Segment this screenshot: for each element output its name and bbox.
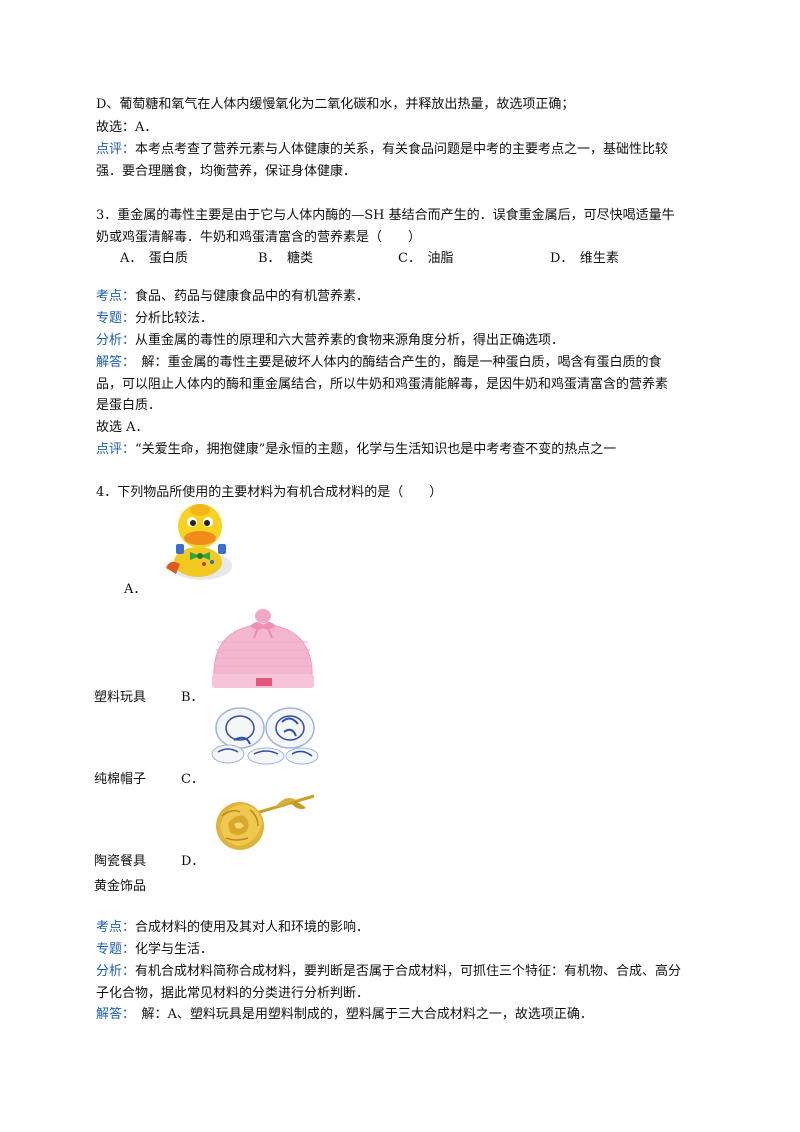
q3-zhuanti: 专题：分析比较法． [96, 310, 213, 328]
q3-option-a: A． 蛋白质 [120, 251, 188, 266]
q4-label-d: D． [181, 854, 205, 869]
comment-tag: 点评： [96, 142, 136, 157]
q4-jieda: 解答： 解：A、塑料玩具是用塑料制成的，塑料属于三大合成材料之一，故选项正确． [96, 1006, 593, 1024]
pingping-text: “关爱生命，拥抱健康”是永恒的主题，化学与生活知识也是中考考查不变的热点之一 [135, 442, 617, 457]
q3-option-d: D． 维生素 [550, 251, 619, 266]
kaodian-tag: 考点： [96, 920, 136, 935]
comment-text: 本考点考查了营养元素与人体健康的关系，有关食品问题是中考的主要考点之一，基础性比… [135, 142, 669, 157]
q4-item-a: 塑料玩具 [94, 690, 147, 705]
jieda-tag: 解答： [96, 355, 129, 370]
comment-line: 点评：本考点考查了营养元素与人体健康的关系，有关食品问题是中考的主要考点之一，基… [96, 141, 668, 159]
q3-fenxi: 分析：从重金属的毒性的原理和六大营养素的食物来源角度分析，得出正确选项． [96, 332, 564, 350]
ceramic-tableware-image [211, 707, 319, 765]
zhuanti-tag: 专题： [96, 311, 136, 326]
option-d-explanation: D、葡萄糖和氧气在人体内缓慢氧化为二氧化碳和水，并释放出热量，故选项正确； [96, 97, 575, 112]
q4-label-c: C． [181, 772, 204, 787]
q3-jieda: 解答： 解：重金属的毒性主要是破坏人体内的酶结合产生的，酶是一种蛋白质，喝含有蛋… [96, 354, 662, 372]
answer-line: 故选：A． [96, 120, 158, 135]
q4-stem: 4．下列物品所使用的主要材料为有机合成材料的是（ ） [96, 485, 443, 500]
jieda-tag: 解答： [96, 1007, 129, 1022]
fenxi-tag: 分析： [96, 333, 136, 348]
q4-fenxi: 分析：有机合成材料简称合成材料，要判断是否属于合成材料，可抓住三个特征：有机物、… [96, 963, 681, 981]
q4-item-d: 黄金饰品 [94, 879, 147, 894]
q3-option-b: B． 糖类 [258, 251, 314, 266]
zhuanti-tag: 专题： [96, 942, 136, 957]
plastic-duck-toy-image [166, 504, 232, 580]
q4-label-b: B． [181, 690, 204, 705]
zhuanti-text: 化学与生活． [135, 942, 214, 957]
jieda-text: 解：A、塑料玩具是用塑料制成的，塑料属于三大合成材料之一，故选项正确． [128, 1007, 593, 1022]
q3-kaodian: 考点：食品、药品与健康食品中的有机营养素． [96, 288, 369, 306]
pingping-tag: 点评： [96, 442, 136, 457]
q4-kaodian: 考点：合成材料的使用及其对人和环境的影响． [96, 919, 369, 937]
q3-option-c: C． 油脂 [398, 251, 454, 266]
q4-zhuanti: 专题：化学与生活． [96, 941, 213, 959]
zhuanti-text: 分析比较法． [135, 311, 214, 326]
q4-fenxi-line2: 子化合物，据此常见材料的分类进行分析判断． [96, 986, 370, 1001]
fenxi-text: 从重金属的毒性的原理和六大营养素的食物来源角度分析，得出正确选项． [135, 333, 565, 348]
comment-line-2: 强．要合理膳食，均衡营养，保证身体健康． [96, 164, 357, 179]
q3-stem-line2: 奶或鸡蛋清解毒．牛奶和鸡蛋清富含的营养素是（ ） [96, 230, 422, 245]
q3-jieda-line2: 品，可以阻止人体内的酶和重金属结合，所以牛奶和鸡蛋清能解毒，是因牛奶和鸡蛋清富含… [96, 377, 669, 392]
kaodian-text: 合成材料的使用及其对人和环境的影响． [135, 920, 370, 935]
fenxi-text: 有机合成材料简称合成材料，要判断是否属于合成材料，可抓住三个特征：有机物、合成、… [135, 964, 682, 979]
kaodian-tag: 考点： [96, 289, 136, 304]
q4-item-c: 陶瓷餐具 [94, 854, 147, 869]
q4-label-a: A． [124, 582, 147, 597]
q3-jieda-line3: 是蛋白质． [96, 398, 162, 413]
q4-item-b: 纯棉帽子 [94, 772, 147, 787]
kaodian-text: 食品、药品与健康食品中的有机营养素． [135, 289, 370, 304]
pink-cotton-hat-image [212, 609, 314, 688]
fenxi-tag: 分析： [96, 964, 136, 979]
q3-pingping: 点评：“关爱生命，拥抱健康”是永恒的主题，化学与生活知识也是中考考查不变的热点之… [96, 441, 616, 459]
q3-answer: 故选 A． [96, 420, 149, 435]
gold-rose-image [216, 794, 315, 850]
q3-stem-line1: 3．重金属的毒性主要是由于它与人体内酶的—SH 基结合而产生的．误食重金属后，可… [96, 208, 675, 223]
jieda-text: 解：重金属的毒性主要是破坏人体内的酶结合产生的，酶是一种蛋白质，喝含有蛋白质的食 [128, 355, 662, 370]
